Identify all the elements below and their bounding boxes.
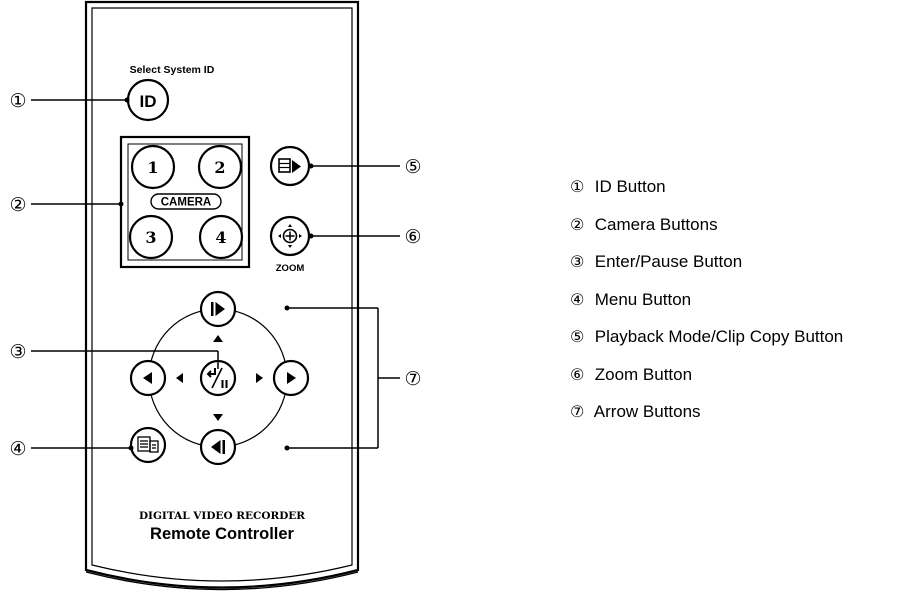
- camera-button-4-label: 4: [215, 228, 226, 247]
- legend-number: ④: [570, 289, 585, 309]
- camera-label: CAMERA: [161, 197, 211, 209]
- legend-number: ⑦: [570, 402, 585, 421]
- enter-pause-button[interactable]: [199, 359, 237, 397]
- legend-label: Enter/Pause Button: [594, 252, 743, 271]
- left-triangle-icon: [143, 372, 152, 384]
- camera-button-1[interactable]: 1: [130, 144, 176, 190]
- callout-5: ⑤: [404, 156, 421, 178]
- camera-button-4[interactable]: 4: [198, 214, 244, 260]
- camera-button-3[interactable]: 3: [128, 214, 174, 260]
- right-triangle-icon: [287, 372, 296, 384]
- step-forward-button[interactable]: [199, 290, 237, 328]
- legend-label: Menu Button: [594, 289, 692, 309]
- callout-4: ④: [9, 438, 26, 460]
- zoom-label: ZOOM: [276, 263, 305, 274]
- camera-button-2-label: 2: [214, 158, 225, 177]
- step-back-button[interactable]: [199, 428, 237, 466]
- menu-list-icon: [137, 436, 159, 453]
- legend-item: ④ Menu Button: [570, 289, 843, 327]
- legend-label: Arrow Buttons: [593, 402, 701, 421]
- legend: ① ID Button ② Camera Buttons ③ Enter/Pau…: [570, 176, 843, 439]
- callout-6: ⑥: [404, 226, 421, 248]
- legend-number: ⑥: [570, 364, 585, 384]
- step-back-icon: [211, 440, 225, 454]
- remote-body: [84, 0, 360, 591]
- callout-2: ②: [9, 194, 26, 216]
- legend-label: Playback Mode/Clip Copy Button: [594, 327, 844, 346]
- callout-1: ①: [9, 90, 26, 112]
- select-system-id-label: Select System ID: [130, 64, 215, 76]
- left-arrow-button[interactable]: [129, 359, 167, 397]
- camera-button-2[interactable]: 2: [197, 144, 243, 190]
- legend-item: ② Camera Buttons: [570, 214, 843, 252]
- enter-pause-icon: [206, 367, 228, 389]
- film-play-icon: [278, 158, 301, 173]
- id-button[interactable]: ID: [126, 78, 170, 122]
- legend-number: ③: [570, 252, 585, 271]
- legend-number: ⑤: [570, 327, 585, 346]
- legend-item: ③ Enter/Pause Button: [570, 251, 843, 289]
- id-button-label: ID: [140, 92, 157, 111]
- legend-item: ⑥ Zoom Button: [570, 364, 843, 402]
- legend-label: Zoom Button: [594, 364, 693, 384]
- camera-group: 1 2 CAMERA 3 4: [119, 135, 251, 269]
- direction-indicators: [176, 335, 263, 421]
- brand-line-2: Remote Controller: [150, 525, 295, 543]
- legend-item: ① ID Button: [570, 176, 843, 214]
- brand-line-1: DIGITAL VIDEO RECORDER: [139, 510, 305, 522]
- leader-lines: [31, 99, 400, 449]
- legend-label: Camera Buttons: [594, 214, 718, 234]
- zoom-button[interactable]: [269, 215, 311, 257]
- menu-button[interactable]: [129, 426, 167, 464]
- legend-item: ⑦ Arrow Buttons: [570, 401, 843, 439]
- legend-number: ②: [570, 214, 585, 234]
- magnify-plus-icon: [278, 224, 302, 248]
- right-arrow-button[interactable]: [272, 359, 310, 397]
- callout-7: ⑦: [404, 368, 421, 390]
- legend-item: ⑤ Playback Mode/Clip Copy Button: [570, 326, 843, 364]
- leader-dots: [118, 97, 314, 451]
- camera-label-pill: [150, 193, 222, 210]
- step-forward-icon: [211, 302, 225, 316]
- callout-3: ③: [9, 341, 26, 363]
- camera-button-3-label: 3: [145, 228, 156, 247]
- legend-number: ①: [570, 177, 585, 196]
- camera-button-1-label: 1: [147, 158, 158, 177]
- playback-mode-button[interactable]: [269, 145, 311, 187]
- legend-label: ID Button: [594, 177, 666, 196]
